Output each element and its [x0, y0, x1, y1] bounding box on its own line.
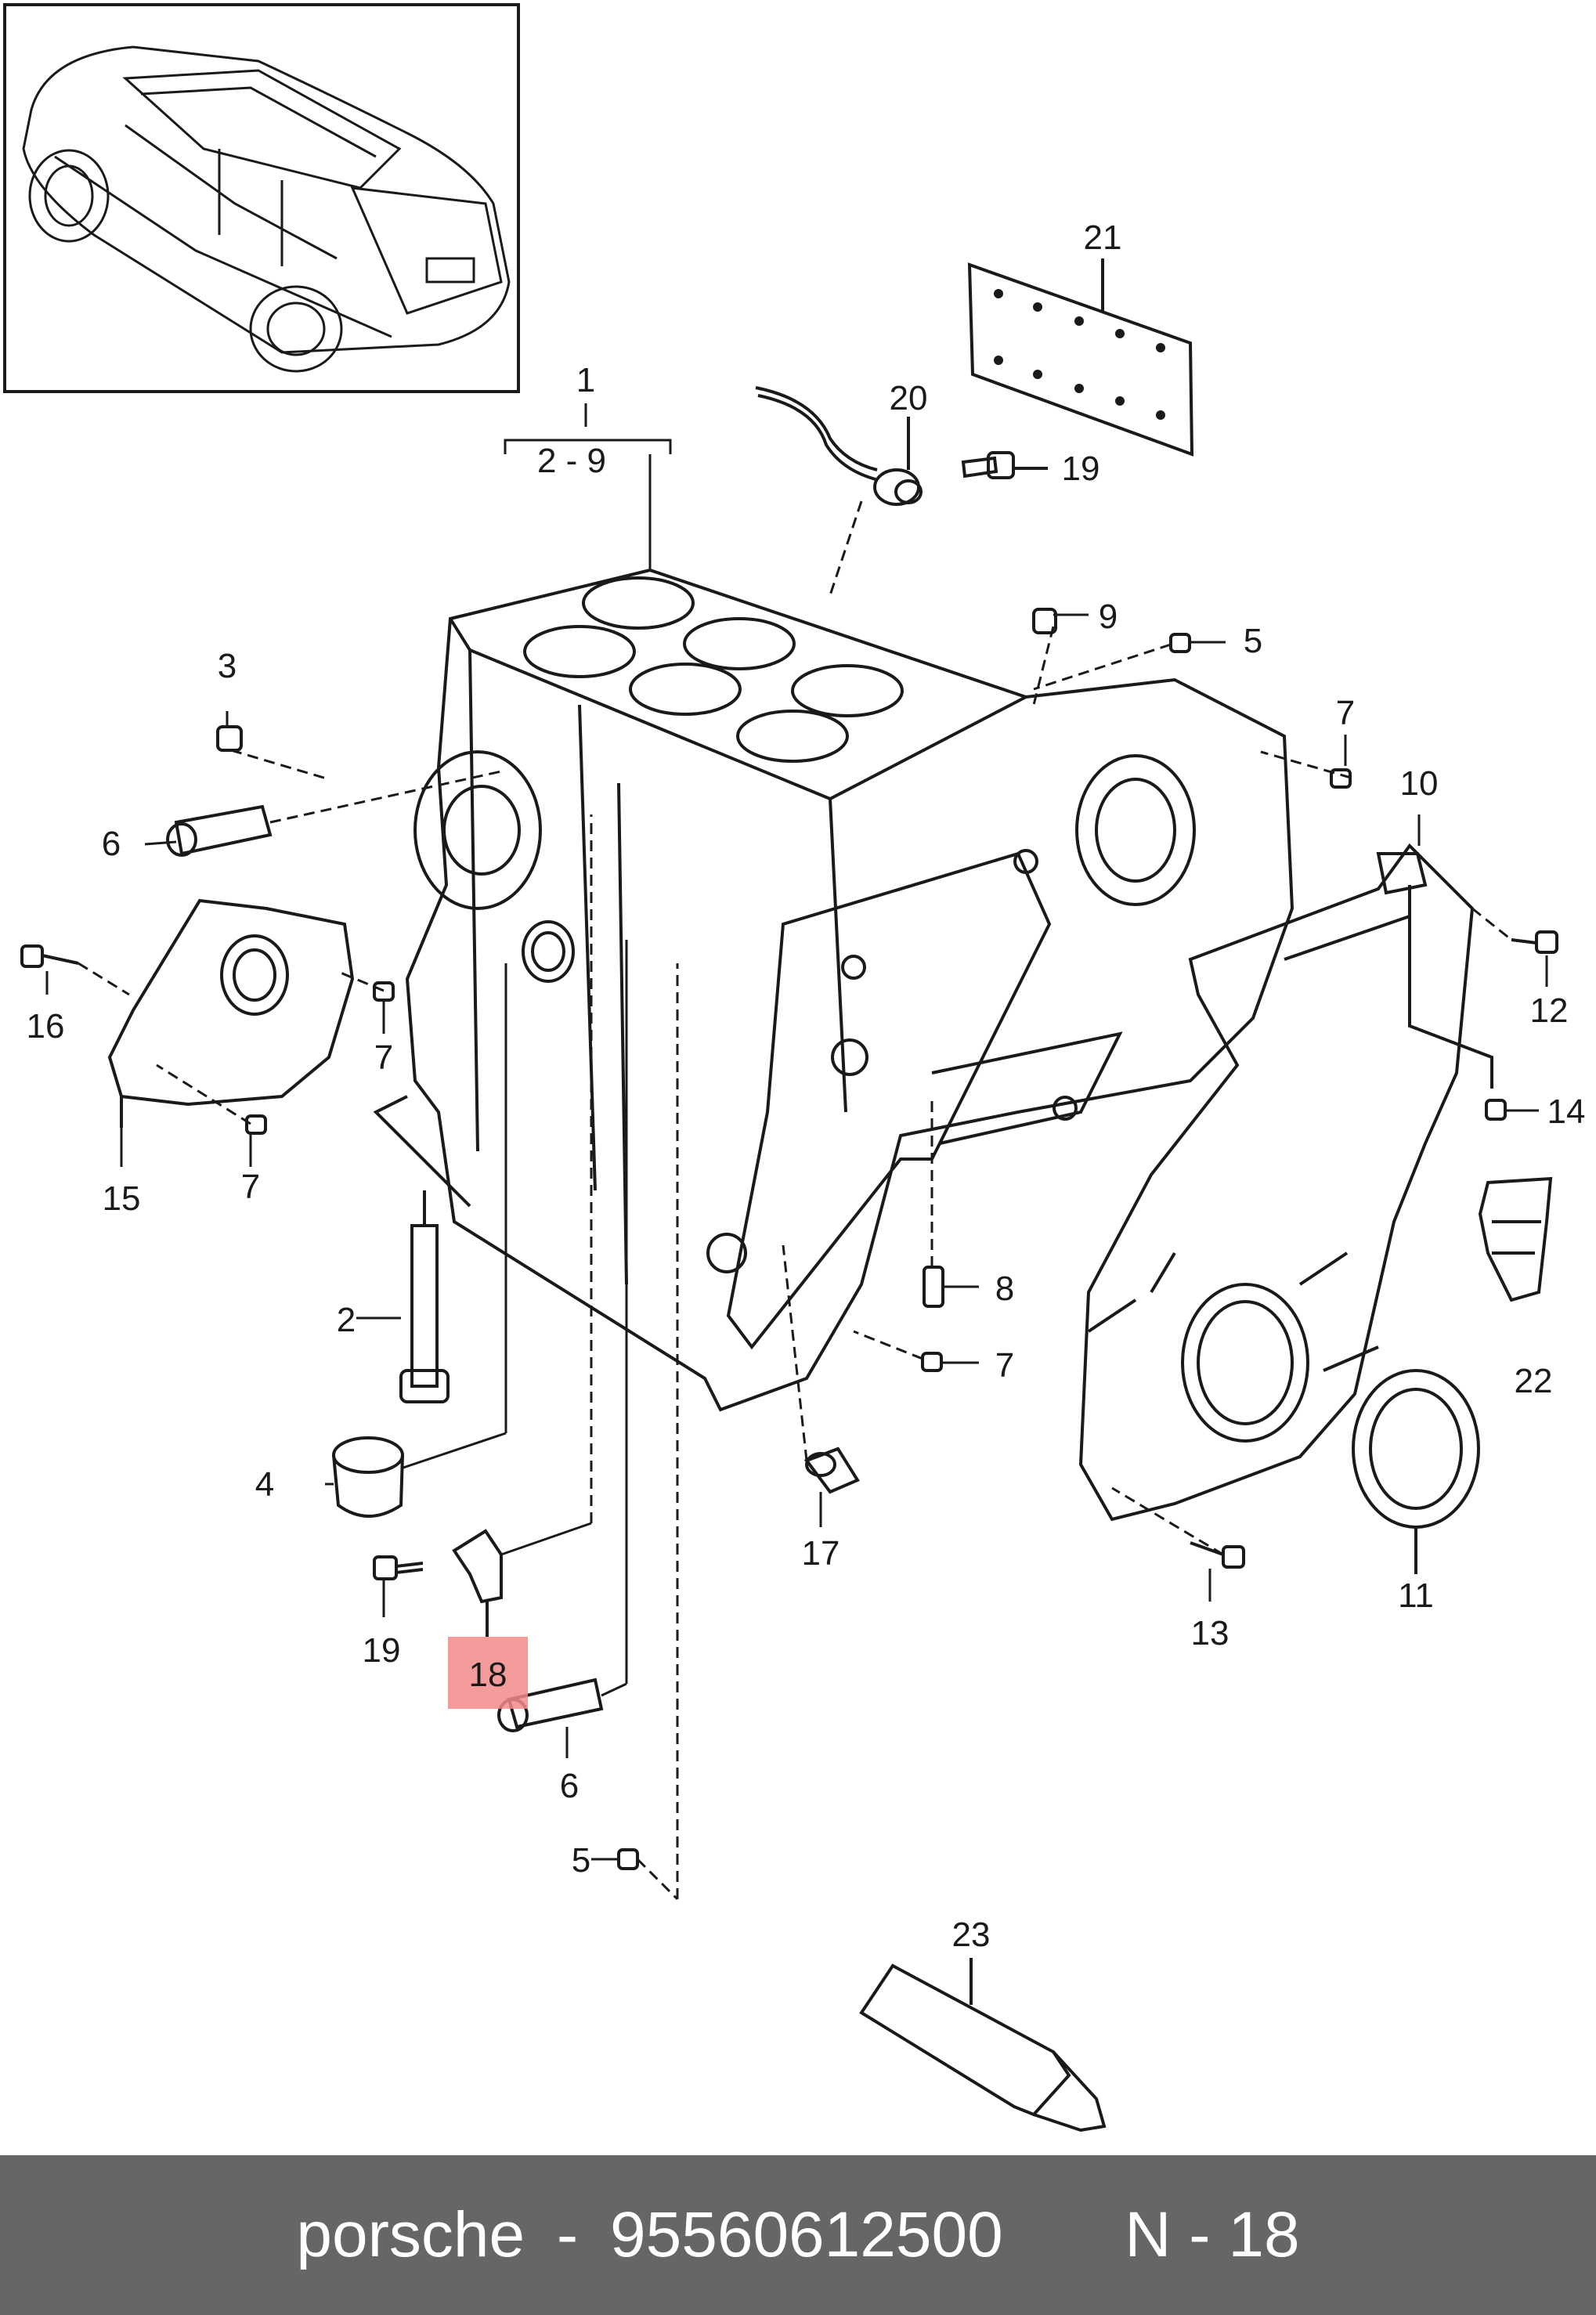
footer-caption: porsche - 95560612500 N - 18 [0, 2155, 1596, 2315]
label-2: 2 [337, 1301, 356, 1339]
engine-block [373, 568, 1294, 1412]
label-21: 21 [1084, 218, 1122, 257]
label-19a: 19 [1062, 450, 1100, 488]
label-22: 22 [1515, 1362, 1553, 1400]
part-labels: 1 2 - 9 2 3 4 5 5 6 6 7 7 7 7 8 9 10 11 … [27, 218, 1586, 1954]
footer-bar: porsche - 95560612500 N - 18 [0, 2155, 1596, 2315]
seal-ring-11 [1352, 1369, 1480, 1574]
label-11: 11 [1398, 1576, 1434, 1615]
label-7c: 7 [241, 1168, 260, 1206]
sleeve-17 [803, 1446, 860, 1494]
label-10: 10 [1400, 764, 1439, 803]
bolt-2 [399, 1190, 450, 1403]
brand-text: porsche [296, 2199, 525, 2270]
bushing-4 [332, 1436, 404, 1518]
label-8: 8 [995, 1269, 1014, 1308]
chain-guide-22 [1478, 1176, 1553, 1302]
label-14: 14 [1547, 1092, 1586, 1131]
vehicle-thumbnail [3, 3, 520, 393]
dowel-pins-6 [166, 804, 604, 1732]
label-5b: 5 [572, 1841, 590, 1880]
label-23: 23 [952, 1916, 991, 1954]
group-label: 2 - 9 [537, 442, 606, 480]
sealant-tube-23 [859, 1958, 1107, 2133]
label-1: 1 [576, 361, 595, 399]
label-15: 15 [103, 1179, 141, 1218]
gasket-sheet-21 [967, 258, 1194, 457]
position-text: N - 18 [1125, 2199, 1300, 2270]
label-7d: 7 [995, 1346, 1014, 1385]
label-6a: 6 [102, 825, 121, 863]
label-19b: 19 [363, 1631, 401, 1670]
front-cover-10-22 [1078, 843, 1493, 1522]
highlight-box [448, 1637, 528, 1709]
label-7a: 7 [1336, 694, 1355, 732]
label-5a: 5 [1244, 622, 1262, 660]
separator-text: - [556, 2199, 579, 2270]
label-16: 16 [27, 1007, 65, 1046]
label-20: 20 [890, 379, 928, 417]
label-3: 3 [218, 647, 237, 685]
label-17: 17 [802, 1534, 840, 1573]
rear-cover-15 [107, 898, 355, 1128]
leader-lines [45, 403, 1548, 1901]
label-12: 12 [1530, 991, 1569, 1030]
label-9: 9 [1099, 598, 1118, 636]
bolt-19 [373, 1555, 424, 1580]
label-6b: 6 [560, 1767, 579, 1805]
label-4: 4 [255, 1465, 274, 1504]
knock-sensor-20 [755, 386, 1048, 506]
small-fasteners [20, 608, 1558, 1870]
label-7b: 7 [374, 1038, 393, 1077]
label-18: 18 [469, 1656, 507, 1694]
label-13: 13 [1191, 1614, 1229, 1652]
sensor-18 [452, 1529, 503, 1637]
part-number-text: 95560612500 [610, 2199, 1003, 2270]
